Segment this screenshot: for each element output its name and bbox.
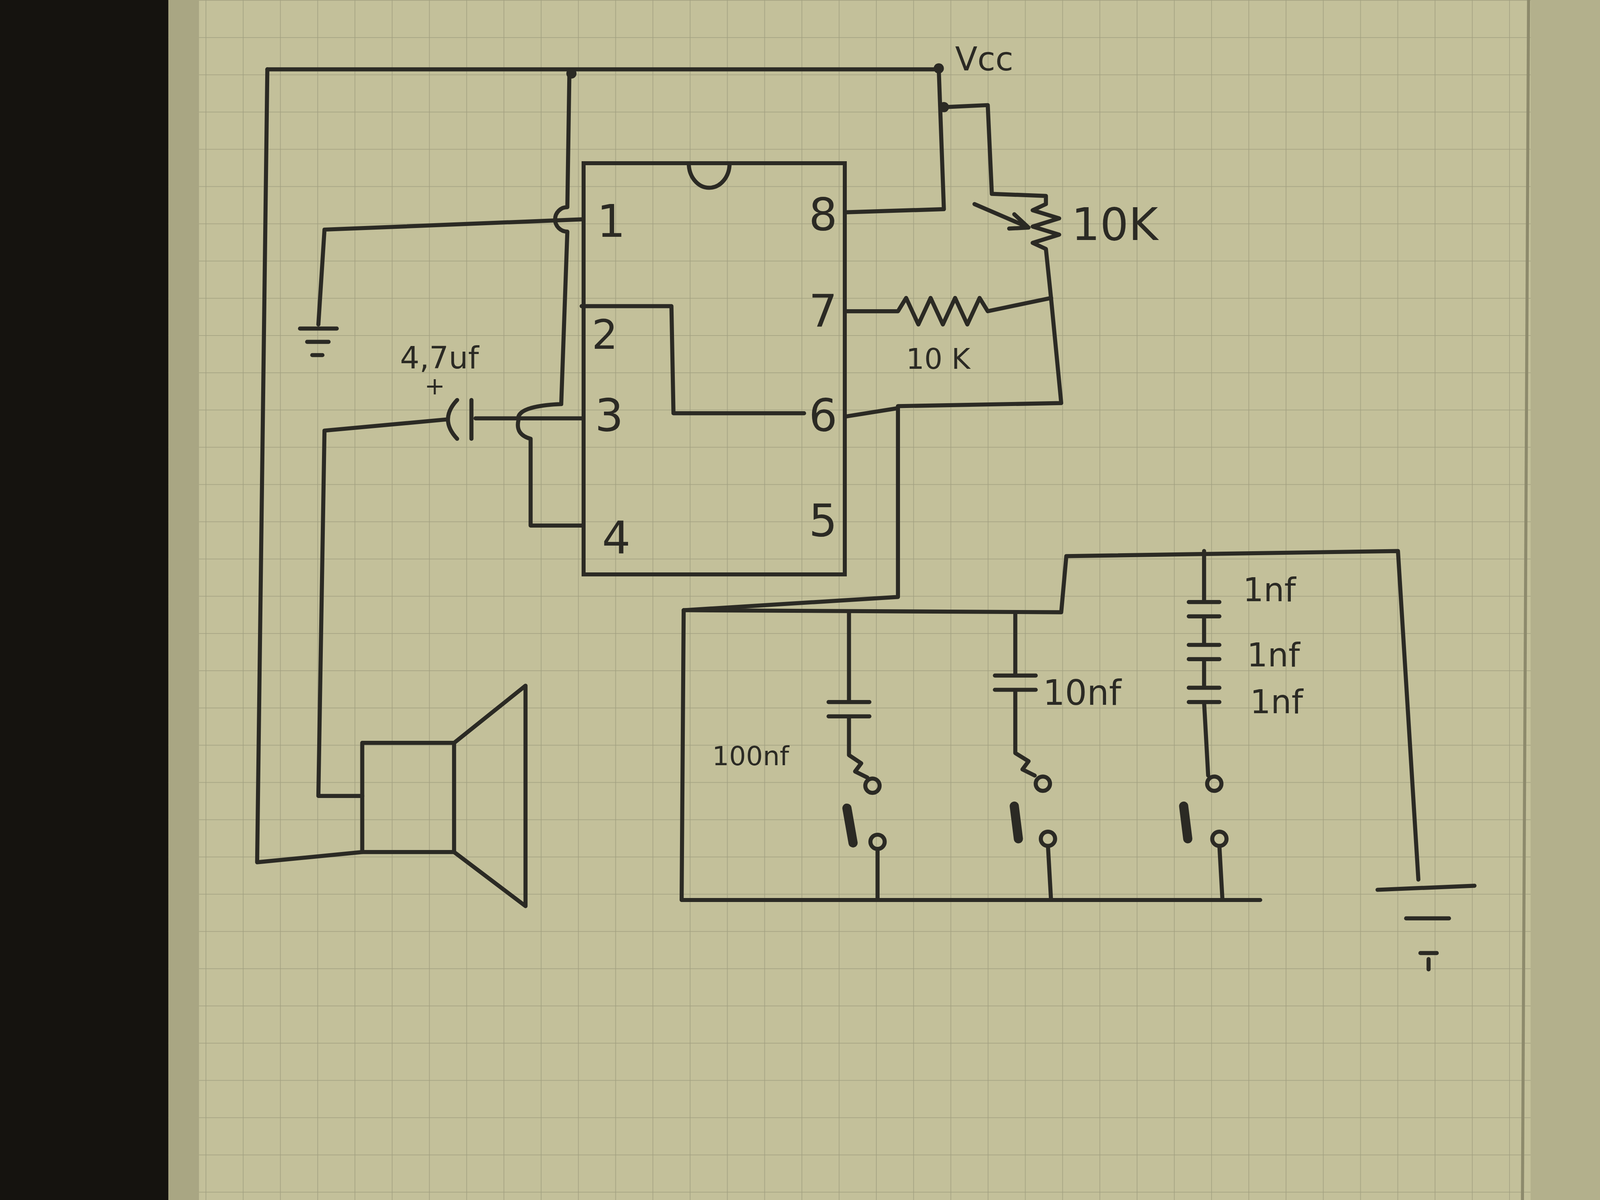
- junction-dot: [933, 63, 944, 74]
- switch-contact: [1035, 776, 1050, 791]
- switch-contact: [1040, 831, 1056, 846]
- pin-number: 7: [808, 288, 838, 334]
- wire: [681, 610, 1260, 900]
- switch-contact: [870, 834, 885, 850]
- wire: [518, 73, 582, 526]
- wire: [683, 551, 1419, 880]
- ground-symbol: [1377, 885, 1475, 970]
- wire: [683, 408, 898, 610]
- pushbutton-symbol: [846, 808, 853, 843]
- pin-number: 3: [594, 392, 624, 438]
- wire: [875, 848, 880, 900]
- page-edge: [168, 0, 200, 1200]
- component-label: 1nf: [1242, 573, 1296, 607]
- resistor-symbol: [846, 298, 1051, 325]
- wire: [267, 67, 939, 72]
- switch-contact: [865, 778, 880, 793]
- wiper-arrow: [974, 204, 1027, 227]
- wiper-arrow: [1009, 214, 1029, 229]
- junction-dots: [566, 63, 950, 112]
- component-label: 1nf: [1246, 638, 1300, 672]
- wire: [846, 69, 944, 212]
- wire: [318, 219, 582, 325]
- chip-notch: [688, 163, 730, 188]
- wire: [257, 69, 363, 862]
- wire: [1219, 846, 1223, 900]
- capacitor-symbol: [828, 612, 870, 778]
- speaker-symbol: [362, 742, 455, 852]
- pin-number: 1: [596, 198, 626, 244]
- component-label: 10K: [1071, 202, 1158, 247]
- component-label: Vcc: [955, 42, 1014, 76]
- capacitor-symbol: [469, 400, 474, 439]
- pin-number: 8: [808, 192, 838, 237]
- component-label: 10 K: [906, 344, 970, 374]
- pushbutton-symbol: [1014, 806, 1019, 839]
- wires: [257, 69, 1475, 970]
- switch-contact: [1207, 776, 1222, 791]
- junction-dot: [938, 102, 950, 113]
- pin-number: 4: [602, 515, 631, 560]
- component-label: +: [424, 373, 445, 398]
- wire: [475, 416, 582, 421]
- page-crease: [1522, 0, 1529, 1200]
- pin-number: 6: [808, 392, 838, 438]
- paper: [168, 0, 1600, 1200]
- capacitor-symbol: [994, 612, 1036, 776]
- ground-symbol: [300, 328, 337, 355]
- wire: [898, 298, 1062, 406]
- potentiometer-symbol: [944, 105, 1060, 298]
- capacitor-symbol: [448, 400, 458, 439]
- component-label: 10nf: [1042, 675, 1122, 711]
- component-label: 100nf: [712, 742, 790, 770]
- pin-number: 2: [592, 314, 618, 356]
- wire: [318, 419, 447, 796]
- component-label: 1nf: [1250, 685, 1303, 719]
- component-label: 4,7uf: [400, 342, 479, 374]
- pushbutton-symbol: [1183, 806, 1188, 839]
- wire: [1048, 846, 1052, 900]
- capacitor-symbol: [1188, 551, 1220, 776]
- junction-dot: [566, 68, 577, 79]
- speaker-symbol: [454, 685, 526, 906]
- pin-number: 5: [808, 498, 838, 543]
- graph-grid: [168, 0, 1600, 1200]
- timer-chip: 1 8 2 7 3 6 4 5: [581, 161, 847, 577]
- next-page: [1530, 0, 1600, 1200]
- switch-contact: [1212, 831, 1227, 846]
